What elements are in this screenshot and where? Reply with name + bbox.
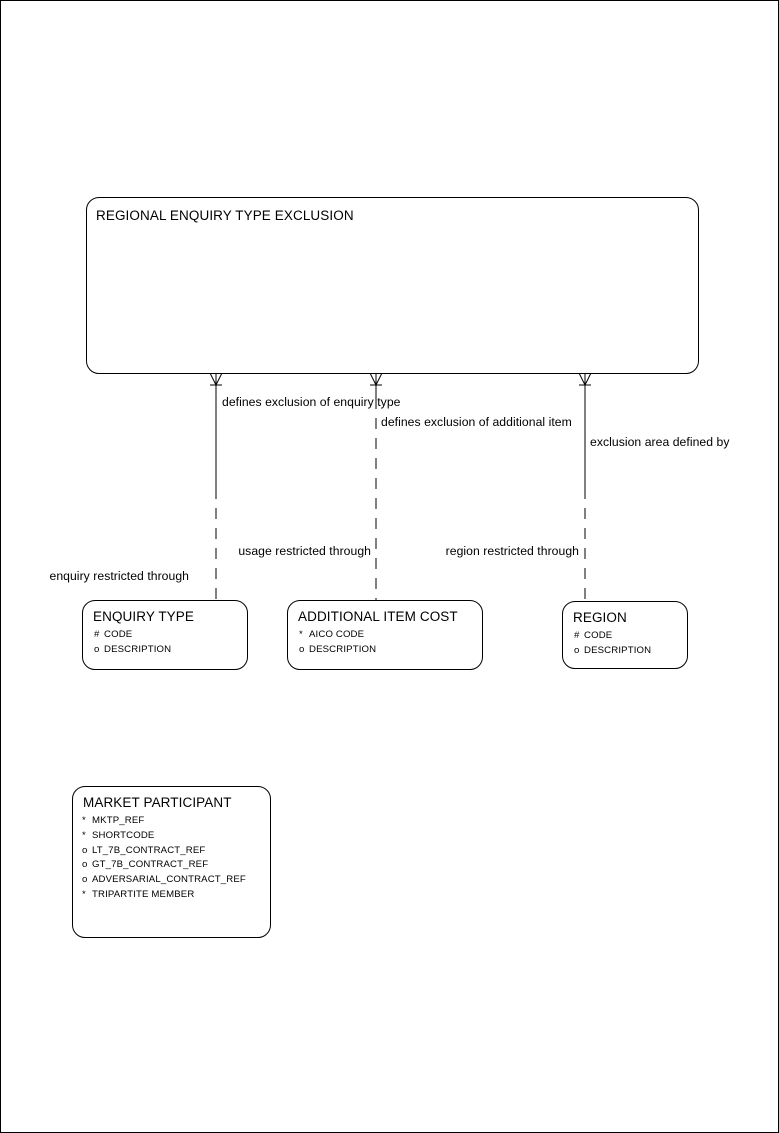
entity-enquiry-type[interactable]: ENQUIRY TYPE # CODE o DESCRIPTION bbox=[82, 600, 248, 670]
entity-title: REGION bbox=[573, 610, 627, 625]
attribute-marker: o bbox=[299, 643, 305, 655]
attribute-list: # CODE o DESCRIPTION bbox=[574, 629, 651, 659]
attribute-label: DESCRIPTION bbox=[104, 643, 172, 655]
attribute-marker: * bbox=[299, 629, 303, 640]
attribute-label: DESCRIPTION bbox=[584, 644, 652, 656]
attribute-label: LT_7B_CONTRACT_REF bbox=[92, 844, 206, 856]
relationship-line-enquiry-type bbox=[208, 370, 224, 600]
relationship-label-defines-exclusion-of-additional-item: defines exclusion of additional item bbox=[381, 415, 572, 429]
attribute-list: * AICO CODE o DESCRIPTION bbox=[299, 628, 376, 658]
attribute-row: * AICO CODE bbox=[299, 628, 376, 643]
entity-title: MARKET PARTICIPANT bbox=[83, 795, 232, 810]
attribute-marker: # bbox=[574, 630, 580, 641]
attribute-label: MKTP_REF bbox=[92, 815, 145, 826]
attribute-marker: o bbox=[82, 874, 88, 886]
entity-title: REGIONAL ENQUIRY TYPE EXCLUSION bbox=[96, 208, 354, 223]
attribute-row: o DESCRIPTION bbox=[299, 643, 376, 658]
attribute-label: TRIPARTITE MEMBER bbox=[92, 888, 195, 900]
attribute-marker: o bbox=[94, 643, 100, 655]
attribute-row: * MKTP_REF bbox=[82, 814, 246, 829]
attribute-row: * SHORTCODE bbox=[82, 829, 246, 844]
relationship-label-enquiry-restricted-through: enquiry restricted through bbox=[49, 569, 189, 583]
attribute-row: # CODE bbox=[574, 629, 651, 644]
attribute-marker: o bbox=[82, 844, 88, 856]
attribute-label: CODE bbox=[104, 629, 133, 640]
attribute-marker: * bbox=[82, 815, 86, 826]
relationship-line-region bbox=[577, 370, 593, 601]
attribute-row: # CODE bbox=[94, 628, 171, 643]
relationship-label-usage-restricted-through: usage restricted through bbox=[238, 544, 371, 558]
relationship-label-defines-exclusion-of-enquiry-type: defines exclusion of enquiry type bbox=[222, 395, 401, 409]
attribute-row: o GT_7B_CONTRACT_REF bbox=[82, 858, 246, 873]
attribute-marker: # bbox=[94, 629, 100, 640]
entity-regional-enquiry-type-exclusion[interactable]: REGIONAL ENQUIRY TYPE EXCLUSION bbox=[86, 197, 699, 374]
entity-additional-item-cost[interactable]: ADDITIONAL ITEM COST * AICO CODE o DESCRIP… bbox=[287, 600, 483, 670]
entity-title: ADDITIONAL ITEM COST bbox=[298, 609, 458, 624]
attribute-label: GT_7B_CONTRACT_REF bbox=[92, 859, 209, 871]
attribute-list: * MKTP_REF * SHORTCODE o LT_7B_CONTRACT_REF… bbox=[82, 814, 246, 903]
entity-market-participant[interactable]: MARKET PARTICIPANT * MKTP_REF * SHORTCODE … bbox=[72, 786, 271, 938]
attribute-label: ADVERSARIAL_CONTRACT_REF bbox=[92, 874, 246, 886]
attribute-row: o LT_7B_CONTRACT_REF bbox=[82, 844, 246, 859]
attribute-list: # CODE o DESCRIPTION bbox=[94, 628, 171, 658]
entity-title: ENQUIRY TYPE bbox=[93, 609, 194, 624]
relationship-label-region-restricted-through: region restricted through bbox=[445, 544, 579, 558]
attribute-marker: * bbox=[82, 888, 86, 900]
attribute-row: o ADVERSARIAL_CONTRACT_REF bbox=[82, 873, 246, 888]
attribute-marker: o bbox=[574, 644, 580, 656]
attribute-label: CODE bbox=[584, 630, 613, 641]
attribute-label: DESCRIPTION bbox=[309, 643, 377, 655]
attribute-marker: * bbox=[82, 829, 86, 841]
relationship-label-exclusion-area-defined-by: exclusion area defined by bbox=[590, 435, 730, 449]
entity-region[interactable]: REGION # CODE o DESCRIPTION bbox=[562, 601, 688, 669]
attribute-row: * TRIPARTITE MEMBER bbox=[82, 888, 246, 903]
attribute-row: o DESCRIPTION bbox=[574, 644, 651, 659]
attribute-marker: o bbox=[82, 859, 88, 871]
attribute-label: AICO CODE bbox=[309, 629, 365, 640]
attribute-label: SHORTCODE bbox=[92, 829, 155, 841]
attribute-row: o DESCRIPTION bbox=[94, 643, 171, 658]
